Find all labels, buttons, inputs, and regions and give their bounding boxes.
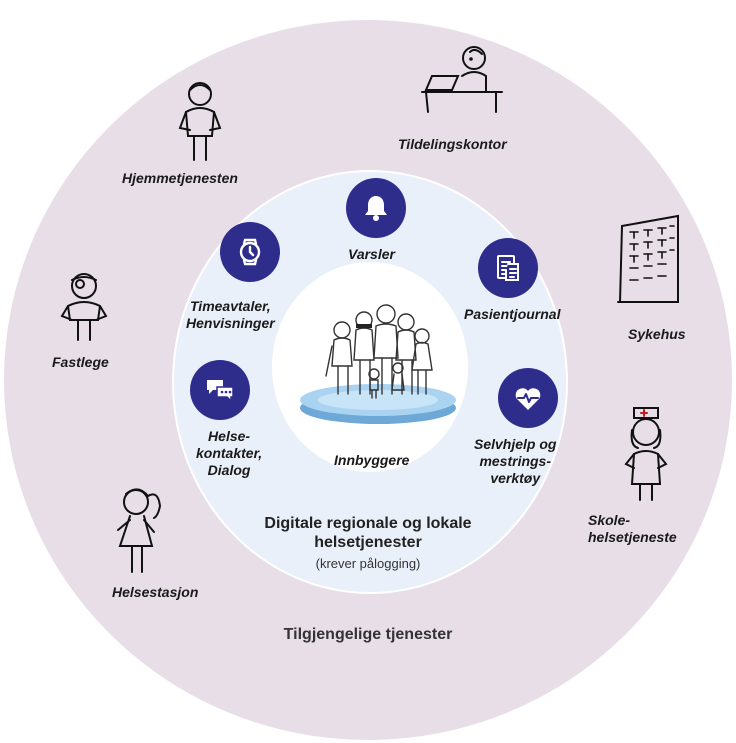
service-label-pasientjournal: Pasientjournal [464,306,561,322]
service-label-helsekontakter: Helse- kontakter, Dialog [196,428,263,478]
service-label-hjemmetjenesten: Hjemmetjenesten [122,170,238,186]
nurse-icon [618,402,674,507]
service-label-varsler: Varsler [348,246,395,262]
home-care-worker-icon [172,80,228,167]
service-label-sykehus: Sykehus [628,326,686,342]
chat-bubbles-icon [190,360,250,420]
doctor-icon [56,270,112,347]
service-label-timeavtaler: Timeavtaler, Henvisninger [186,298,275,331]
citizens-group-icon [298,296,458,441]
document-icon [478,238,538,298]
service-label-helsestasjon: Helsestasjon [112,584,199,600]
heart-pulse-icon [498,368,558,428]
service-label-skolehelsetjeneste: Skole- helsetjeneste [588,512,677,545]
service-label-fastlege: Fastlege [52,354,109,370]
bell-icon [346,178,406,238]
middle-ring-title: Digitale regionale og lokale helsetjenes… [264,515,472,551]
office-worker-icon [418,42,518,117]
service-label-selvhjelp: Selvhjelp og mestrings- verktøy [474,436,557,486]
center-label-innbyggere: Innbyggere [334,452,410,468]
health-visitor-icon [110,486,170,581]
outer-ring-title: Tilgjengelige tjenester [283,626,453,643]
watch-icon [220,222,280,282]
hospital-building-icon [616,206,688,311]
middle-ring-subtitle: (krever pålogging) [315,556,421,571]
service-label-tildelingskontor: Tildelingskontor [398,136,507,152]
